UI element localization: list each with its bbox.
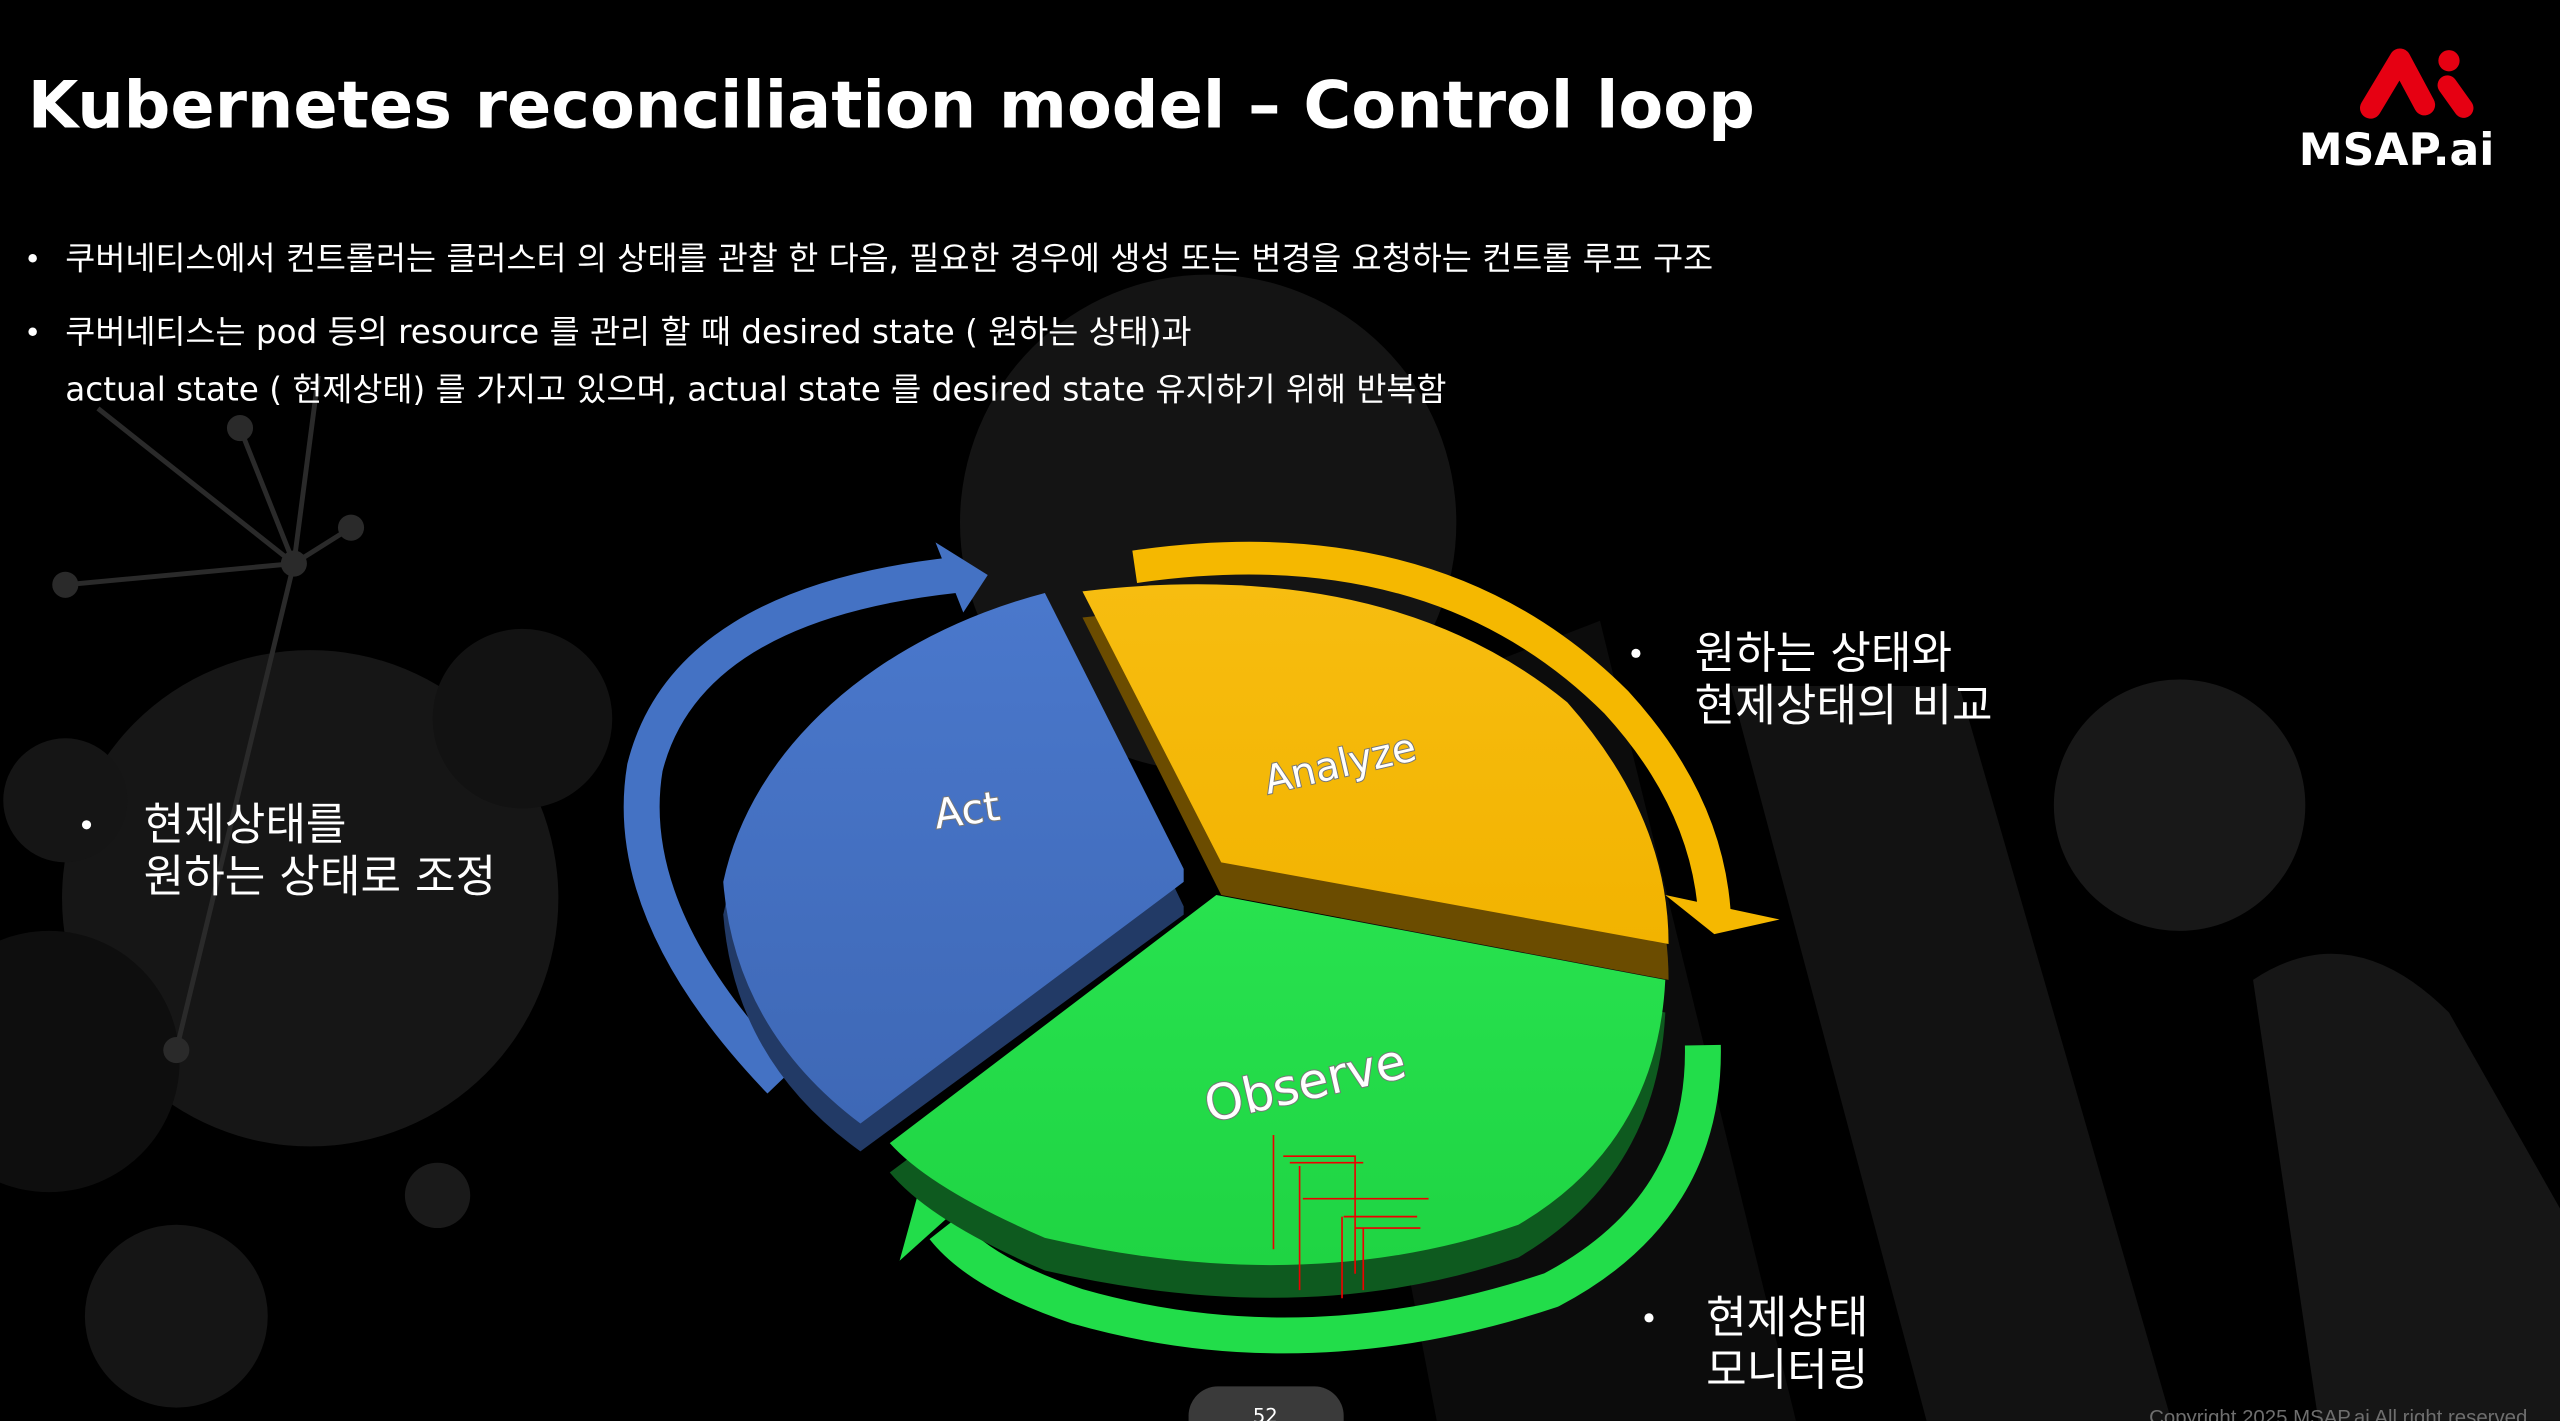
msap-logo: MSAP.ai <box>2299 48 2495 176</box>
logo-text: MSAP.ai <box>2299 125 2495 176</box>
analyze-arrow-icon <box>1132 541 1731 913</box>
note-analyze-line-1: 원하는 상태와 <box>1695 628 1952 679</box>
observe-segment <box>889 894 1666 1266</box>
page-title: Kubernetes reconciliation model – Contro… <box>28 68 1755 144</box>
note-observe-line-1: 현제상태 <box>1706 1293 1868 1344</box>
cycle-arrows <box>623 541 1780 1354</box>
act-segment <box>723 592 1184 1124</box>
copyright: Copyright 2025 MSAP.ai All right reserve… <box>2149 1407 2527 1421</box>
act-arrow-icon <box>623 557 958 1094</box>
note-act: 현제상태를 원하는 상태로 조정 <box>81 799 496 903</box>
act-label: Act <box>931 782 1003 839</box>
note-act-line-2: 원하는 상태로 조정 <box>144 852 496 903</box>
intro-bullets: 쿠버네티스에서 컨트롤러는 클러스터 의 상태를 관찰 한 다음, 필요한 경우… <box>28 240 1713 408</box>
bullet-2-continued: actual state ( 현제상태) 를 가지고 있으며, actual s… <box>65 370 1446 408</box>
bullet-1: 쿠버네티스에서 컨트롤러는 클러스터 의 상태를 관찰 한 다음, 필요한 경우… <box>65 240 1713 278</box>
analyze-segment <box>1082 584 1669 944</box>
note-act-line-1: 현제상태를 <box>144 799 347 850</box>
control-loop-pie: Act Analyze Observe <box>723 584 1669 1299</box>
observe-arrow-icon <box>929 1044 1721 1354</box>
logo-mark-icon <box>2360 48 2436 119</box>
note-analyze: 원하는 상태와 현제상태의 비교 <box>1631 628 1993 731</box>
note-observe-line-2: 모니터링 <box>1706 1345 1868 1396</box>
note-observe: 현제상태 모니터링 <box>1644 1293 1868 1396</box>
page-number-badge: 52 <box>1188 1386 1344 1421</box>
note-analyze-line-2: 현제상태의 비교 <box>1695 680 1993 731</box>
page-number: 52 <box>1253 1404 1278 1421</box>
bullet-2: 쿠버네티스는 pod 등의 resource 를 관리 할 때 desired … <box>65 313 1191 351</box>
red-line-marks <box>1272 1134 1429 1299</box>
